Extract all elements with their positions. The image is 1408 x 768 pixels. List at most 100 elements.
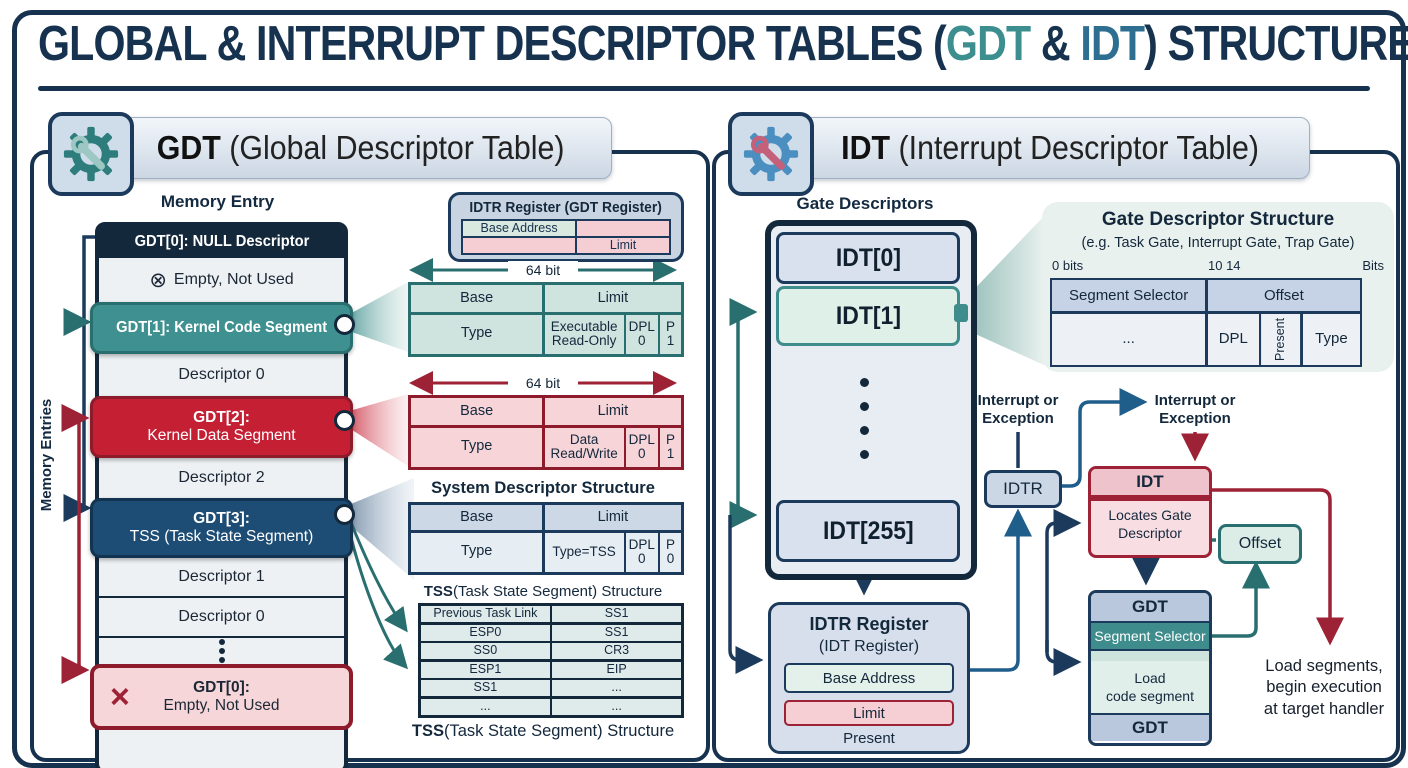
gs-offset: Offset [1207, 280, 1360, 311]
gate-dots [860, 378, 869, 387]
idtr-register-title: IDTR Register [809, 613, 929, 634]
bit64-label-data: 64 bit [508, 374, 578, 392]
data-limit: Limit [544, 398, 681, 425]
page-title: GLOBAL & INTERRUPT DESCRIPTOR TABLES (GD… [38, 16, 1408, 72]
idt-flow-divider [1091, 495, 1209, 501]
gdt-flow-footer: GDT [1091, 713, 1209, 741]
x-icon: × [110, 678, 130, 716]
gate-item-idt0: IDT[0] [776, 232, 960, 284]
memory-entry-label: Memory Entry [160, 192, 275, 211]
connector-circle-gdt1 [334, 314, 355, 335]
sys-base: Base [411, 505, 543, 530]
memory-row-gdt2: GDT[2]: Kernel Data Segment [90, 396, 353, 458]
gate-structure-title: Gate Descriptor Structure [1101, 209, 1335, 230]
bits-right: Bits [1362, 258, 1384, 273]
title-gdt: GDT [945, 17, 1031, 71]
idt-flow-lines [728, 298, 1344, 676]
idtr-small-box: IDTR [984, 470, 1062, 508]
bits-ruler: 0 bits 10 14 Bits [1050, 258, 1386, 276]
memory-entries-label: Memory Entries [38, 398, 55, 512]
idtr-present-label: Present [843, 729, 895, 747]
gs-type: Type [1302, 313, 1360, 365]
title-part2: ) STRUCTURE [1144, 17, 1408, 71]
gdt-header-pill: GDT (Global Descriptor Table) [110, 117, 612, 179]
connector-circle-gdt2 [334, 410, 355, 431]
data-base: Base [411, 398, 543, 425]
memory-row-desc2: Descriptor 2 [178, 469, 265, 486]
gdtr-register-box: IDTR Register (GDT Register) Base Addres… [448, 192, 684, 262]
connector-circle-gdt3 [334, 504, 355, 525]
gate-structure-table: Segment Selector Offset ... DPL Present … [1050, 278, 1362, 367]
gdtr-cell-limit: Limit [577, 238, 669, 253]
gdtr-register-title: IDTR Register (GDT Register) [469, 198, 663, 216]
gate-descriptors-label: Gate Descriptors [796, 194, 934, 213]
outer-frame [12, 10, 1406, 768]
circled-x-icon: ⊗ [149, 268, 167, 292]
gdtr-cell-base: Base Address [463, 221, 576, 236]
gs-dpl: DPL [1207, 313, 1259, 365]
memory-row-dots [99, 638, 344, 664]
idtr-limit-row: Limit [784, 700, 954, 726]
sys-type: Type [411, 532, 543, 572]
system-descriptor-title: System Descriptor Structure [431, 479, 655, 497]
tss-footer: TSS (Task State Segment) Structure [411, 722, 675, 740]
bits-left: 0 bits [1052, 258, 1084, 273]
tss-table: Previous Task Link SS1 ESP0 SS1 SS0 CR3 … [418, 603, 684, 718]
bit64-label-code: 64 bit [508, 261, 578, 279]
gs-segment-selector: Segment Selector [1052, 280, 1206, 311]
offset-box: Offset [1218, 524, 1302, 564]
data-type: Type [411, 427, 543, 467]
memory-row-gdt3: GDT[3]: TSS (Task State Segment) [90, 498, 353, 558]
memory-row-blank [99, 730, 344, 768]
gdtr-register-table: Base Address Limit [461, 219, 671, 255]
idt-panel-title: IDT [841, 129, 890, 166]
idt-header-icon-box [728, 112, 814, 196]
gate-structure-subtitle: (e.g. Task Gate, Interrupt Gate, Trap Ga… [1081, 235, 1355, 251]
code-type: Type [411, 314, 543, 354]
gdt-panel-subtitle: (Global Descriptor Table) [221, 129, 565, 166]
title-part1: GLOBAL & INTERRUPT DESCRIPTOR TABLES ( [38, 17, 947, 71]
code-base: Base [411, 285, 543, 312]
idt-panel-subtitle: (Interrupt Descriptor Table) [889, 129, 1259, 166]
idt-header-pill: IDT (Interrupt Descriptor Table) [790, 117, 1310, 179]
gdt-panel-title: GDT [157, 129, 222, 166]
tss-link-curves [346, 519, 409, 670]
idt1-connector-nub [954, 304, 968, 322]
memory-row-desc1: Descriptor 1 [99, 558, 344, 598]
title-idt: IDT [1080, 17, 1145, 71]
memory-row-desc0a: Descriptor 0 [178, 366, 265, 383]
gs-present: Present [1261, 313, 1301, 365]
idtr-base-address-row: Base Address [784, 663, 954, 693]
gdt-left-bracket [61, 235, 95, 684]
memory-row-gdt0-empty: × GDT[0]: Empty, Not Used [90, 664, 353, 730]
idt-flow-header: IDT [1091, 469, 1209, 495]
gate-descriptor-structure: Gate Descriptor Structure (e.g. Task Gat… [1042, 202, 1394, 372]
sys-limit: Limit [544, 505, 681, 530]
memory-header: GDT[0]: NULL Descriptor [99, 226, 344, 258]
callout-beams [346, 214, 1046, 580]
gear-wrench-icon [63, 126, 119, 182]
title-amp: & [1030, 17, 1081, 71]
gate-dots [860, 426, 869, 435]
gdt-flow-header: GDT [1091, 593, 1209, 623]
memory-row-desc0b: Descriptor 0 [99, 598, 344, 638]
gate-dots [860, 402, 869, 411]
